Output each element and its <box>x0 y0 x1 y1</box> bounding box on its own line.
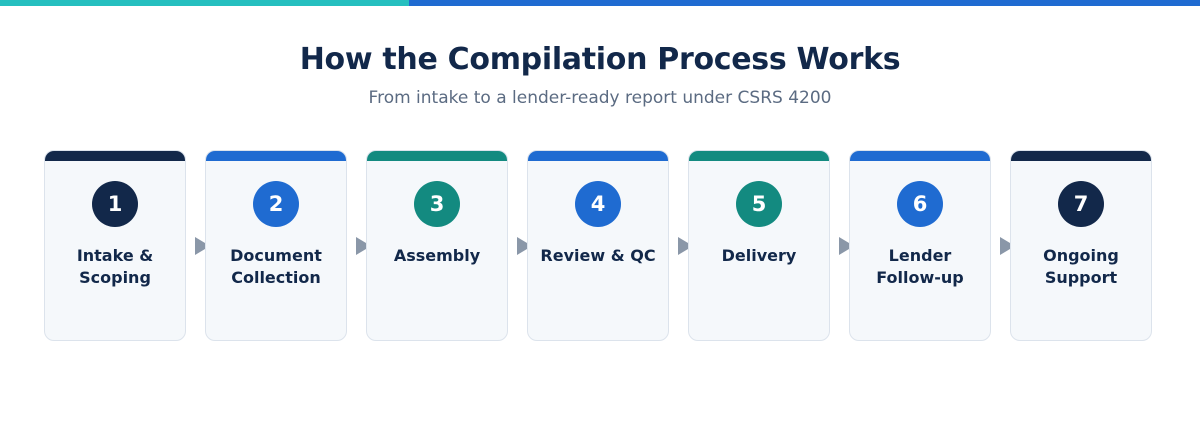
step-label: Ongoing Support <box>1043 246 1119 287</box>
step-label: Review & QC <box>540 246 656 265</box>
step-label: Assembly <box>393 246 481 265</box>
page-title: How the Compilation Process Works <box>299 42 901 77</box>
step-number-badge: 7 <box>1058 181 1104 227</box>
step-number-badge: 5 <box>736 181 782 227</box>
step-number-badge: 1 <box>92 181 138 227</box>
step-cap <box>1011 151 1151 161</box>
step-cap <box>850 151 990 161</box>
page-subtitle: From intake to a lender-ready report und… <box>368 88 832 108</box>
step-label: Intake & Scoping <box>76 246 154 287</box>
step-label: Document Collection <box>230 246 322 287</box>
step-number-badge: 3 <box>414 181 460 227</box>
step-cap <box>367 151 507 161</box>
step-number-badge: 2 <box>253 181 299 227</box>
step-number-badge: 4 <box>575 181 621 227</box>
top-accent-blue <box>409 0 1200 6</box>
top-accent-teal <box>0 0 409 6</box>
step-label: Lender Follow-up <box>876 246 964 287</box>
top-accent-bar <box>0 0 1200 6</box>
step-cap <box>689 151 829 161</box>
step-cap <box>206 151 346 161</box>
step-label: Delivery <box>721 246 797 265</box>
step-cap <box>528 151 668 161</box>
step-cap <box>45 151 185 161</box>
step-number-badge: 6 <box>897 181 943 227</box>
